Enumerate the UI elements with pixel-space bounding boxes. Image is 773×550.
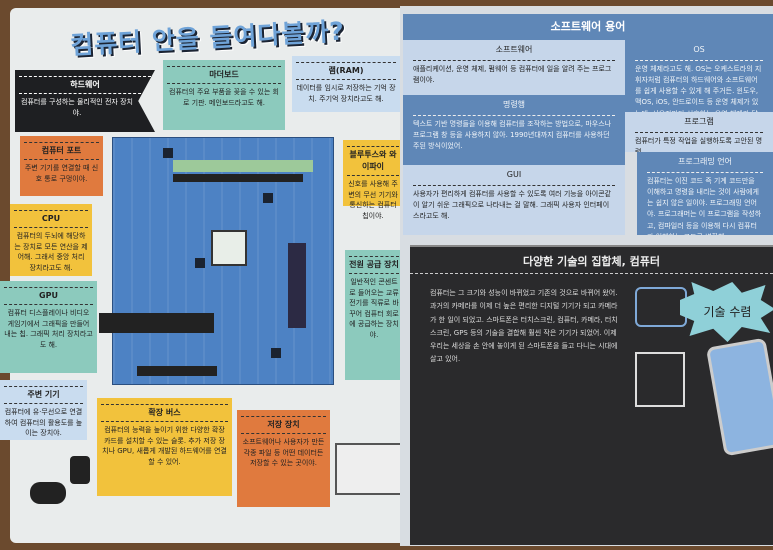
- gpu-box: GPU 컴퓨터 디스플레이나 비디오 게임기에서 그래픽을 만들어 내는 칩. …: [0, 281, 97, 373]
- expansion-bus-box: 확장 버스 컴퓨터의 능력을 높이기 위한 다양한 확장 카드를 설치할 수 있…: [97, 398, 232, 496]
- gpu-text: 컴퓨터 디스플레이나 비디오 게임기에서 그래픽을 만들어 내는 칩. 그래픽 …: [4, 309, 93, 349]
- peripheral-box: 주변 기기 컴퓨터에 유·무선으로 연결하여 컴퓨터의 활용도를 높이는 장치야…: [0, 380, 87, 440]
- cpu-box: CPU 컴퓨터의 두뇌에 해당하는 장치로 모든 연산을 제어해. 그래서 중앙…: [10, 204, 92, 276]
- term-os: OS 운영 체제라고도 해. OS는 오케스트라의 지휘자처럼 컴퓨터의 하드웨어…: [625, 40, 773, 112]
- peripheral-title: 주변 기기: [4, 386, 83, 404]
- hardware-text: 컴퓨터를 구성하는 물리적인 전자 장치야.: [21, 98, 133, 117]
- term-text: 사용자가 편리하게 컴퓨터를 사용할 수 있도록 여러 기능을 아이콘같이 알기…: [413, 189, 612, 221]
- term-text: 컴퓨터는 이진 코드 즉 기계 코드만을 이해하고 명령을 내리는 것이 사람에…: [647, 176, 762, 235]
- cpu-text: 컴퓨터의 두뇌에 해당하는 장치로 모든 연산을 제어해. 그래서 중앙 처리 …: [14, 232, 88, 272]
- peripheral-text: 컴퓨터에 유·무선으로 연결하여 컴퓨터의 활용도를 높이는 장치야.: [4, 408, 83, 437]
- gamepad-icon: [30, 482, 66, 504]
- computer-icon: [635, 352, 685, 407]
- smartphone-icon: [705, 337, 773, 457]
- gpu-title: GPU: [4, 287, 93, 305]
- term-title: GUI: [413, 169, 615, 186]
- term-title: 명령행: [413, 99, 615, 116]
- hard-drive-icon: [70, 456, 90, 484]
- storage-box: 저장 장치 소프트웨어나 사용자가 만든 각종 파일 등 어떤 데이터든 저장할…: [237, 410, 330, 507]
- mainboard-title: 마더보드: [167, 66, 281, 84]
- tech-convergence-burst: 기술 수렴: [680, 282, 773, 342]
- storage-title: 저장 장치: [241, 416, 326, 434]
- term-title: 소프트웨어: [413, 44, 615, 61]
- port-text: 주변 기기를 연결할 때 신호 통로 구멍이야.: [24, 164, 99, 183]
- term-text: 텍스트 기반 명령들을 이용해 컴퓨터를 조작하는 방법으로, 마우스나 프로그…: [413, 119, 612, 151]
- chalkboard-text: 컴퓨터는 그 크기와 성능이 바뀌었고 기존의 것으로 바뀌어 왔어. 과거의 …: [430, 289, 618, 364]
- storage-text: 소프트웨어나 사용자가 만든 각종 파일 등 어떤 데이터든 저장할 수 있는 …: [242, 438, 325, 467]
- cpu-title: CPU: [14, 210, 88, 228]
- expansion-slot: [137, 366, 217, 376]
- port-title: 컴퓨터 포트: [24, 142, 99, 160]
- power-supply-icon: [335, 443, 410, 495]
- bluetooth-box: 블루투스와 와이파이 신호를 사용해 주변의 무선 기기와 통신하는 컴퓨터 칩…: [343, 140, 403, 220]
- chalkboard-title: 다양한 기술의 집합체, 컴퓨터: [410, 253, 773, 274]
- term-title: 프로그래밍 언어: [647, 156, 763, 173]
- mainboard-text: 컴퓨터의 주요 부품을 꽂을 수 있는 회로 기판. 메인보드라고도 해.: [169, 88, 279, 107]
- term-text: 애플리케이션, 운영 체제, 펌웨어 등 컴퓨터에 일을 알려 주는 프로그램이…: [413, 64, 612, 84]
- bluetooth-title: 블루투스와 와이파이: [347, 146, 399, 176]
- hardware-title: 하드웨어: [19, 76, 151, 94]
- psu-text: 일반적인 콘센트로 들어오는 교류 전기를 직류로 바꾸어 컴퓨터 회로에 공급…: [349, 278, 399, 339]
- chip-icon: [263, 193, 273, 203]
- ram-text: 데이터를 임시로 저장하는 기억 장치. 주기억 장치라고도 해.: [296, 84, 396, 103]
- term-text: 운영 체제라고도 해. OS는 오케스트라의 지휘자처럼 컴퓨터의 하드웨어와 …: [635, 64, 762, 112]
- bus-text: 컴퓨터의 능력을 높이기 위한 다양한 확장 카드를 설치할 수 있는 슬롯. …: [102, 426, 227, 466]
- software-terms-header: 소프트웨어 용어: [403, 14, 773, 40]
- bus-title: 확장 버스: [101, 404, 228, 422]
- chip-icon: [195, 258, 205, 268]
- camera-icon: [635, 287, 687, 327]
- ssd-icon: [288, 243, 306, 328]
- term-title: 프로그램: [635, 116, 763, 133]
- mainboard-box: 마더보드 컴퓨터의 주요 부품을 꽂을 수 있는 회로 기판. 메인보드라고도 …: [163, 60, 285, 130]
- psu-title: 전원 공급 장치: [349, 256, 399, 274]
- term-gui: GUI 사용자가 편리하게 컴퓨터를 사용할 수 있도록 여러 기능을 아이콘같이…: [403, 165, 625, 235]
- hardware-banner: 하드웨어 컴퓨터를 구성하는 물리적인 전자 장치야.: [15, 70, 155, 132]
- psu-box: 전원 공급 장치 일반적인 콘센트로 들어오는 교류 전기를 직류로 바꾸어 컴…: [345, 250, 403, 380]
- motherboard-illustration: [99, 137, 334, 385]
- pcie-slot: [99, 313, 214, 333]
- ram-stick: [173, 160, 313, 172]
- chalkboard-section: 다양한 기술의 집합체, 컴퓨터 컴퓨터는 그 크기와 성능이 바뀌었고 기존의…: [410, 245, 773, 545]
- term-title: OS: [635, 44, 763, 61]
- bluetooth-text: 신호를 사용해 주변의 무선 기기와 통신하는 컴퓨터 칩이야.: [348, 180, 398, 220]
- ram-slot: [173, 174, 303, 182]
- ram-title: 램(RAM): [296, 62, 396, 80]
- chip-icon: [163, 148, 173, 158]
- chip-icon: [271, 348, 281, 358]
- ram-box: 램(RAM) 데이터를 임시로 저장하는 기억 장치. 주기억 장치라고도 해.: [292, 56, 400, 112]
- cpu-chip-icon: [211, 230, 247, 266]
- port-box: 컴퓨터 포트 주변 기기를 연결할 때 신호 통로 구멍이야.: [20, 136, 103, 196]
- term-text: 컴퓨터가 특정 작업을 실행하도록 고안된 명령: [635, 136, 763, 152]
